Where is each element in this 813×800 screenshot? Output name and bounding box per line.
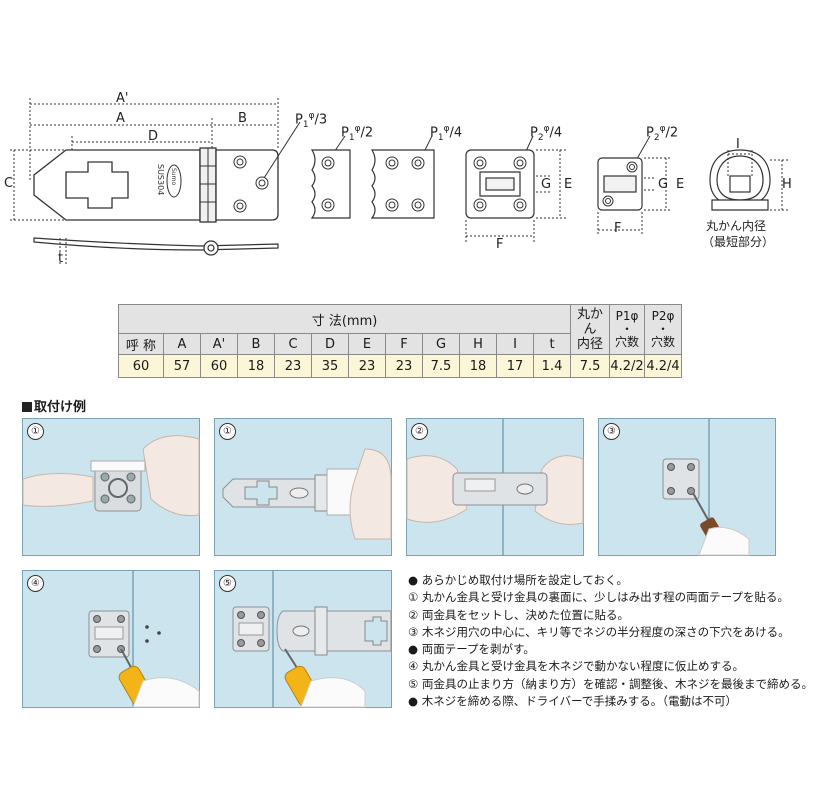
p1-header: P1φ・穴数 [609,304,646,355]
hasp-technical-drawing: Sumo SUS304 [10,98,790,265]
dim-label-f-2: F [614,221,622,236]
col-header: E [348,333,386,355]
dims-header: 寸 法(mm) [117,304,572,334]
p1-label-2: P1φ/2 [341,124,374,143]
step-badge: ① [219,423,236,440]
col-header: A' [200,333,238,355]
instruction-line: ③ 木ネジ用穴の中心に、キリ等でネジの半分程度の深さの下穴をあける。 [408,624,790,639]
dim-label-f-1: F [496,237,504,252]
dim-label-d: D [148,129,159,144]
table-cell: 7.5 [422,354,460,378]
col-header: C [274,333,312,355]
instruction-line: ② 両金具をセットし、決めた位置に貼る。 [408,607,629,622]
installation-instructions: ● あらかじめ取付け場所を設定しておく。 ① 丸かん金具と受け金具の裏面に、少し… [408,572,813,710]
square-bullet-icon [22,402,32,412]
table-cell: 23 [274,354,312,378]
stamp-material: SUS304 [156,164,165,195]
p2-label-2: P2φ/2 [646,124,679,143]
col-header: H [459,333,497,355]
dim-label-t: t [58,251,64,266]
p1-label-3: P1φ/3 [295,111,328,130]
photo-illustration [22,435,200,517]
photo-illustration [662,419,750,556]
photo-step-5-final-tighten: ⑤ [214,570,392,708]
dim-label-h: H [782,177,792,192]
installation-section-title: 取付け例 [22,396,86,415]
table-cell-p2: 4.2/4 [644,354,683,378]
instruction-line: ④ 丸かん金具と受け金具を木ネジで動かない程度に仮止めする。 [408,659,744,674]
photo-illustration [232,571,392,708]
ring-caption-line-2: （最短部分） [702,235,775,249]
col-header: I [496,333,534,355]
step-badge: ④ [27,575,44,592]
dim-label-g-2: G [658,177,669,192]
table-cell-p1: 4.2/2 [609,354,646,378]
table-cell: 1.4 [532,354,572,378]
table-cell: 18 [237,354,275,378]
instruction-line: ● あらかじめ取付け場所を設定しておく。 [408,573,628,587]
col-header: D [311,333,349,355]
step-badge: ③ [603,423,620,440]
dim-label-e-1: E [564,177,573,192]
table-cell: 18 [459,354,497,378]
photo-step-1-tape-staple: ① [22,418,200,556]
table-cell: 57 [163,354,201,378]
p1-label-4: P1φ/4 [430,124,463,143]
ring-caption-line-1: 丸かん内径 [706,219,767,233]
step-badge: ① [27,423,44,440]
p2-label-4: P2φ/4 [530,124,563,143]
photo-step-3-pilot-hole: ③ [598,418,776,556]
instruction-line: ● 両面テープを剥がす。 [408,642,535,657]
table-cell-ring: 7.5 [570,354,611,378]
table-cell: 23 [348,354,386,378]
col-header: 呼 称 [118,333,164,355]
col-header: A [163,333,201,355]
col-header: F [385,333,423,355]
photo-step-4-temp-screw: ④ [22,570,200,708]
step-badge: ② [411,423,428,440]
stamp-brand: Sumo [170,168,177,185]
instruction-line: ① 丸かん金具と受け金具の裏面に、少しはみ出す程の両面テープを貼る。 [408,590,789,605]
photo-step-1-tape-hasp: ① [214,418,392,556]
photo-illustration [88,571,200,708]
photo-illustration [406,419,584,555]
dim-label-e-2: E [676,177,685,192]
table-cell: 60 [118,354,164,378]
photo-illustration [222,448,392,540]
photo-step-2-set-position: ② [406,418,584,556]
table-cell: 17 [496,354,534,378]
p2-header: P2φ・穴数 [644,304,683,355]
table-cell: 35 [311,354,349,378]
col-header: t [532,333,572,355]
ring-diameter-header: 丸かん内径 [570,304,611,355]
step-badge: ⑤ [219,575,236,592]
dim-label-b: B [238,111,247,126]
dim-label-a-prime: A' [116,91,129,106]
instruction-line: ● 木ネジを締める際、ドライバーで手揉みする。（電動は不可） [408,694,738,709]
table-cell: 23 [385,354,423,378]
dim-label-i: I [736,137,740,152]
dim-label-c: C [4,176,14,191]
col-header: B [237,333,275,355]
dim-label-a: A [116,111,125,126]
col-header: G [422,333,460,355]
table-cell: 60 [200,354,238,378]
dimension-table: 寸 法(mm) 丸かん内径 P1φ・穴数 P2φ・穴数 呼 称 A A' B C… [117,304,683,378]
dim-label-g-1: G [541,177,552,192]
instruction-line: ⑤ 両金具の止まり方（納まり方）を確認・調整後、木ネジを最後まで締める。 [408,676,813,691]
